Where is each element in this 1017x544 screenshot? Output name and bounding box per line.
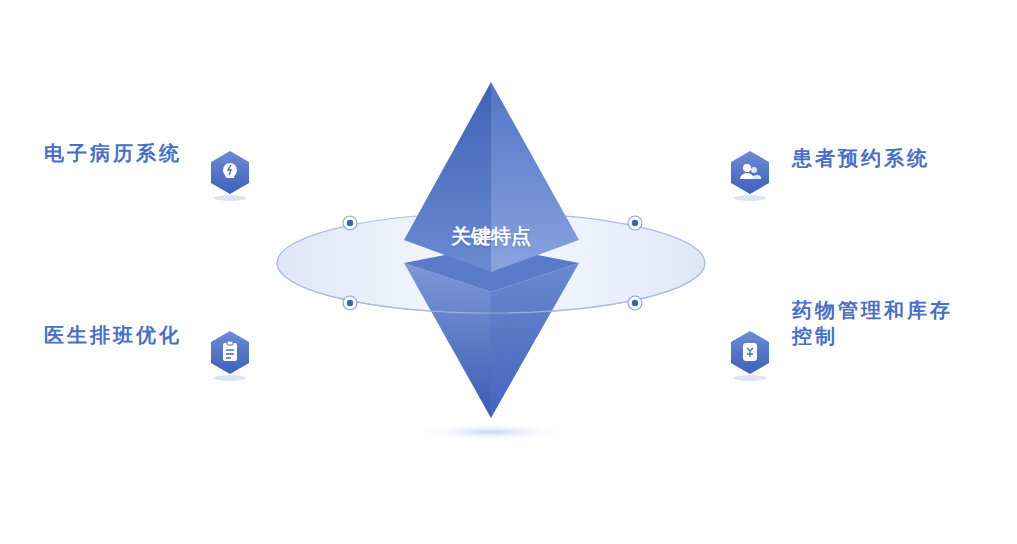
- feature-label: 药物管理和库存控制: [792, 297, 972, 349]
- feature-label: 医生排班优化: [44, 322, 214, 348]
- feature-label: 患者预约系统: [792, 145, 992, 171]
- node-title: 关键特点: [451, 223, 531, 250]
- center-pyramid-node: 关键特点: [416, 219, 566, 253]
- feature-label: 电子病历系统: [44, 140, 214, 166]
